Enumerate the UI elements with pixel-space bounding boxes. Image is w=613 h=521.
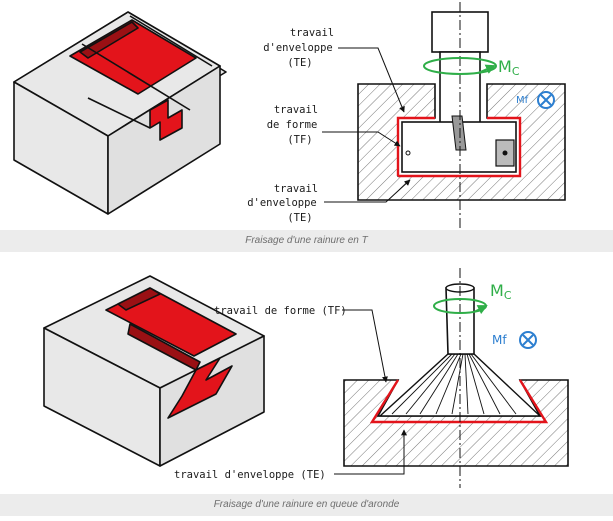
- svg-text:de forme: de forme: [267, 119, 318, 131]
- feed-cross-icon: [537, 91, 555, 109]
- dovetail-block: [43, 275, 265, 467]
- t-slot-figure: MC Mf travail d'enveloppe (TE) travail d…: [0, 0, 613, 230]
- mf-label: Mf: [516, 95, 529, 106]
- caption-t-slot: Fraisage d'une rainure en T: [0, 230, 613, 252]
- caption-dovetail: Fraisage d'une rainure en queue d'aronde: [0, 494, 613, 516]
- label-tf: travail de forme (TF): [267, 104, 318, 146]
- svg-text:travail: travail: [274, 104, 318, 116]
- t-slot-diagram: MC Mf travail d'enveloppe (TE) travail d…: [13, 2, 566, 228]
- mc-label: MC: [498, 57, 520, 78]
- svg-text:(TE): (TE): [287, 212, 312, 224]
- label-tf-2: travail de forme (TF): [214, 305, 347, 317]
- mc-label-2: MC: [490, 281, 512, 302]
- mf-label-2: Mf: [492, 333, 507, 347]
- t-slot-section: [357, 2, 566, 228]
- dovetail-figure: MC Mf travail de forme (TF) travail d'en…: [0, 262, 613, 494]
- label-te-bottom: travail d'enveloppe (TE): [247, 183, 318, 224]
- svg-text:(TE): (TE): [287, 57, 312, 69]
- svg-text:travail: travail: [274, 183, 318, 195]
- dovetail-diagram: MC Mf travail de forme (TF) travail d'en…: [43, 268, 569, 488]
- svg-text:travail: travail: [290, 27, 334, 39]
- label-te-2: travail d'enveloppe (TE): [174, 469, 326, 481]
- label-te-top: travail d'enveloppe (TE): [263, 27, 334, 69]
- dovetail-section: [343, 268, 569, 488]
- svg-text:d'enveloppe: d'enveloppe: [247, 197, 317, 209]
- svg-text:(TF): (TF): [287, 134, 312, 146]
- t-slot-block: [13, 11, 227, 215]
- feed-cross-icon-2: [519, 331, 537, 349]
- svg-text:d'enveloppe: d'enveloppe: [263, 42, 333, 54]
